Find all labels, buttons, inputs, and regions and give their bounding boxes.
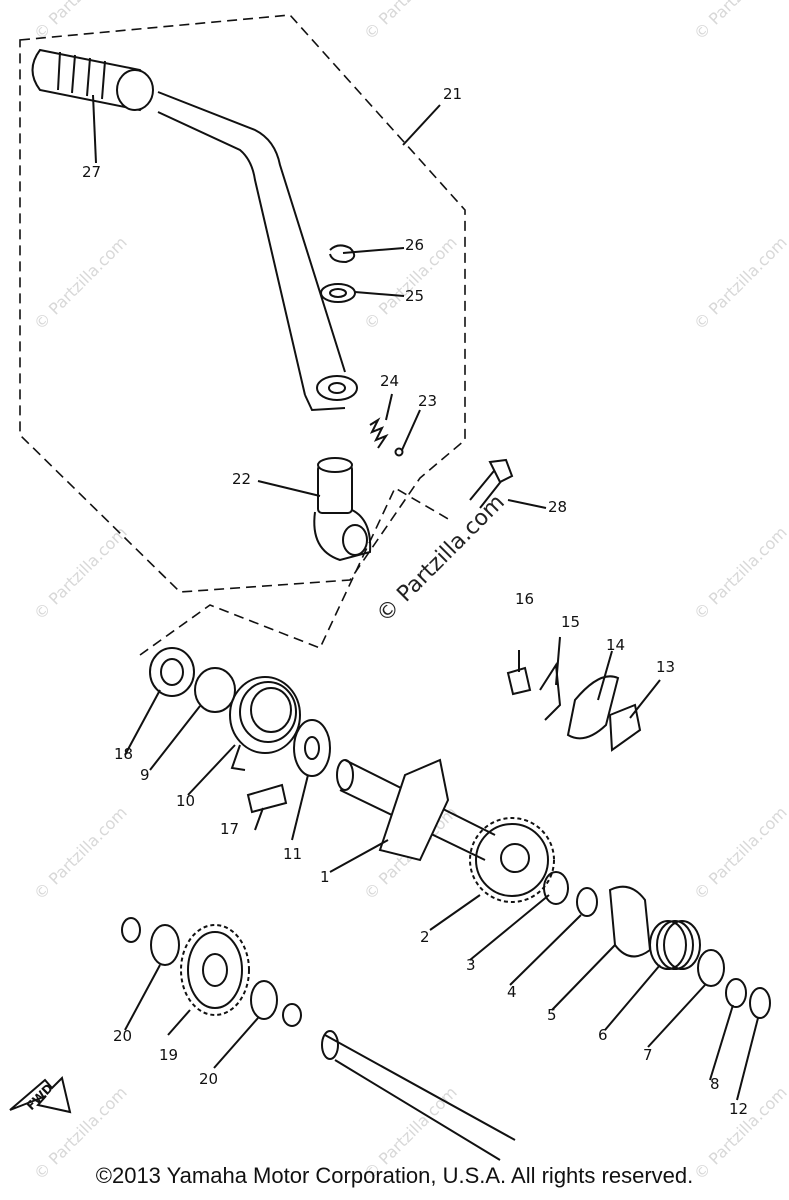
part-label-28: 28 [548, 498, 568, 516]
part-label-5: 5 [547, 1006, 557, 1024]
circlip-20a [121, 917, 141, 943]
circlip-8 [725, 978, 747, 1008]
shaft [324, 1034, 516, 1161]
part-label-27: 27 [82, 163, 102, 181]
kick-boss-22 [313, 457, 372, 562]
part-label-1: 1 [320, 868, 330, 886]
part-label-20a: 20 [113, 1027, 133, 1045]
part-label-12: 12 [729, 1100, 749, 1118]
part-label-7: 7 [643, 1046, 653, 1064]
idle-gear-19 [180, 924, 250, 1016]
part-label-11: 11 [283, 845, 303, 863]
part-label-2: 2 [420, 928, 430, 946]
part-label-6: 6 [598, 1026, 608, 1044]
washer-20a [150, 924, 180, 966]
part-label-22: 22 [232, 470, 252, 488]
part-label-9: 9 [140, 766, 150, 784]
part-label-17: 17 [220, 820, 240, 838]
part-label-21: 21 [443, 85, 463, 103]
part-label-23: 23 [418, 392, 438, 410]
assembly-boundary [19, 14, 466, 593]
circlip-26 [329, 244, 356, 264]
part-label-3: 3 [466, 956, 476, 974]
spring-24 [369, 417, 389, 449]
part-label-16: 16 [515, 590, 535, 608]
part-label-20b: 20 [199, 1070, 219, 1088]
part-label-8: 8 [710, 1075, 720, 1093]
part-label-26: 26 [405, 236, 425, 254]
part-label-24: 24 [380, 372, 400, 390]
lower-bracket-dashed [139, 486, 451, 656]
washer-11 [293, 719, 331, 777]
part-label-19: 19 [159, 1046, 179, 1064]
part-label-10: 10 [176, 792, 196, 810]
circlip-4 [576, 887, 598, 917]
kick-grip [31, 48, 154, 112]
bolt-28 [469, 458, 514, 509]
guide-plate-14 [566, 675, 620, 740]
washer-3 [543, 871, 569, 905]
bushing-9 [194, 667, 236, 713]
part-label-15: 15 [561, 613, 581, 631]
washer-7 [697, 949, 725, 987]
kick-lever [157, 91, 358, 412]
washer-25 [320, 283, 356, 303]
spring-15 [539, 662, 562, 721]
pin-17 [246, 783, 288, 814]
copyright-notice: ©2013 Yamaha Motor Corporation, U.S.A. A… [95, 1163, 694, 1188]
kick-axle-1 [336, 758, 496, 862]
ratchet-5 [608, 885, 652, 958]
washer-20b [250, 980, 278, 1020]
torsion-spring-10 [229, 676, 301, 771]
kick-gear-2 [469, 817, 555, 903]
part-label-13: 13 [656, 658, 676, 676]
part-label-18: 18 [114, 745, 134, 763]
part-label-4: 4 [507, 983, 517, 1001]
washer-12 [749, 987, 771, 1019]
part-label-14: 14 [606, 636, 626, 654]
circlip-20b [282, 1003, 302, 1027]
ratchet-spring-6 [649, 920, 701, 970]
ball-23 [394, 447, 404, 457]
part-label-25: 25 [405, 287, 425, 305]
oil-seal-18 [149, 647, 195, 697]
fwd-arrow-icon [9, 1076, 72, 1114]
